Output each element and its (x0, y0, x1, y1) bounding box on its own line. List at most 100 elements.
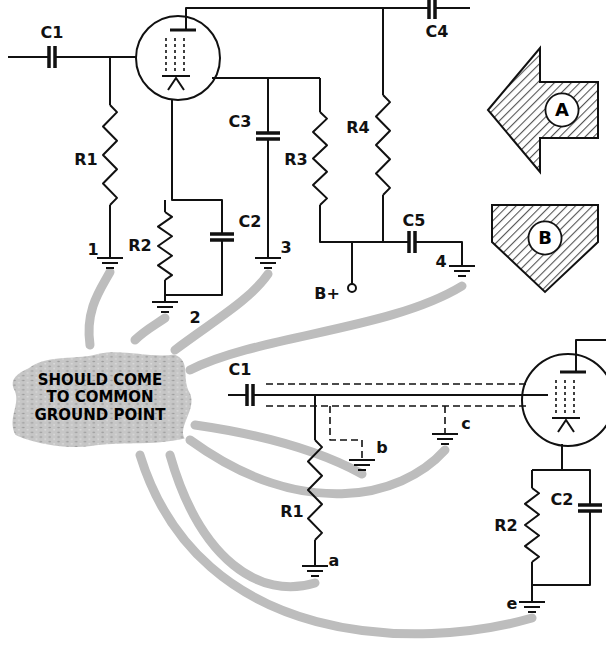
tube-cathode (162, 75, 190, 77)
wire (8, 56, 136, 58)
circle-shape (528, 221, 561, 254)
wire (109, 57, 111, 105)
callout-letter: a (329, 553, 340, 569)
tube-envelope (136, 16, 220, 100)
callout-letter: A (555, 100, 569, 121)
callout-number: 2 (189, 310, 200, 326)
resistor-symbol (525, 488, 539, 562)
wire (314, 395, 316, 440)
shield-line (330, 406, 362, 460)
ground-tentacle (190, 286, 462, 370)
part-label: R1 (74, 152, 97, 168)
tube-heater (168, 78, 184, 90)
ground-symbol (519, 602, 545, 612)
callout-circle: A (544, 92, 580, 128)
ground-tentacle (89, 272, 110, 345)
tube-grid (183, 38, 185, 72)
blob-shape (13, 352, 192, 447)
resistor-symbol (158, 212, 172, 280)
tube-grid (573, 380, 575, 414)
wire (576, 340, 606, 372)
tube-grid (555, 380, 557, 414)
shield-line (266, 383, 528, 385)
ground-symbol (97, 258, 123, 268)
wire (351, 242, 353, 284)
resistor-symbol (308, 440, 322, 540)
ground-point-blob: SHOULD COME TO COMMON GROUND POINT (3, 346, 197, 450)
part-label: C5 (403, 213, 426, 229)
wire (267, 78, 269, 258)
part-label: R2 (128, 238, 151, 254)
ground-symbol (449, 266, 475, 276)
ground-symbol (349, 460, 375, 470)
wire (314, 540, 316, 566)
ground-tentacle (135, 318, 165, 340)
callout-circle: B (527, 220, 563, 256)
wire (320, 205, 383, 242)
tube-grid (564, 380, 566, 414)
capacitor-symbol (409, 231, 415, 253)
ground-symbol (255, 258, 281, 268)
terminal (348, 284, 356, 292)
capacitor-symbol (247, 384, 253, 406)
wire (383, 242, 462, 266)
wire (228, 394, 548, 396)
tube-grid (174, 38, 176, 72)
part-label: R1 (280, 504, 303, 520)
capacitor-symbol (578, 505, 602, 511)
shield-line (444, 406, 446, 434)
wire (382, 8, 384, 95)
wire (109, 205, 111, 258)
part-label: C1 (229, 362, 252, 378)
tube-envelope (522, 354, 606, 446)
tube-grid (165, 38, 167, 72)
callout-letter: b (376, 440, 387, 456)
part-label: R2 (494, 518, 517, 534)
wire (532, 444, 590, 585)
wire (212, 77, 320, 79)
hatched-arrow (492, 205, 598, 292)
wire (165, 100, 222, 295)
note-text: SHOULD COME TO COMMON GROUND POINT (25, 372, 175, 424)
resistor-symbol (103, 105, 117, 205)
hatched-arrow (488, 48, 598, 172)
part-label: R3 (284, 152, 307, 168)
part-label: R4 (346, 120, 369, 136)
capacitor-symbol (429, 0, 435, 19)
callout-letter: B (538, 228, 552, 249)
wire (164, 200, 166, 212)
wire (531, 470, 533, 488)
part-label: C2 (551, 492, 574, 508)
capacitor-symbol (256, 133, 280, 139)
callout-number: 3 (280, 240, 291, 256)
circle-shape (545, 93, 578, 126)
callout-letter: c (461, 416, 470, 432)
terminal-label: B+ (314, 286, 340, 302)
ground-symbol (432, 434, 458, 444)
capacitor-symbol (210, 234, 234, 240)
tube-plate (560, 371, 586, 374)
resistor-symbol (376, 95, 390, 195)
part-label: C2 (239, 214, 262, 230)
callout-number: 4 (435, 254, 446, 270)
ground-symbol (152, 302, 178, 312)
resistor-symbol (313, 112, 327, 205)
wire (531, 562, 533, 602)
part-label: C3 (229, 114, 252, 130)
part-label: C1 (41, 25, 64, 41)
ground-tentacle (140, 455, 532, 634)
shield-line (266, 405, 528, 407)
capacitor-symbol (49, 46, 55, 68)
wire (382, 195, 384, 242)
wire (319, 78, 321, 112)
callout-letter: e (507, 596, 518, 612)
wire (164, 280, 166, 302)
part-label: C4 (426, 24, 449, 40)
ground-symbol (302, 566, 328, 576)
tube-plate (170, 29, 196, 32)
ground-tentacle (190, 440, 445, 494)
tube-heater (558, 420, 574, 432)
